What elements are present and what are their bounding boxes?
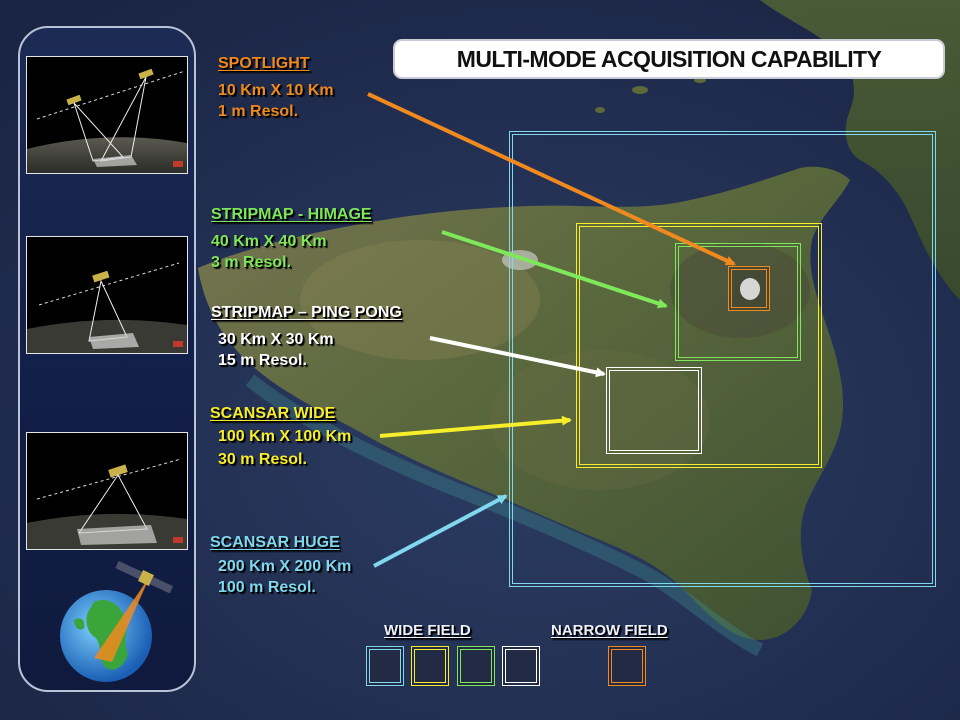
legend-swatch-spotlight xyxy=(608,646,646,686)
scansar-huge-arrow xyxy=(373,494,508,568)
stripmap-ping-pong-arrow xyxy=(429,336,606,378)
spotlight-size: 10 Km X 10 Km xyxy=(218,82,334,99)
stripmap-himage-label: STRIPMAP - HIMAGE xyxy=(211,206,372,223)
stripmap-ping-pong-footprint xyxy=(606,367,702,454)
stripmap-thumbnail xyxy=(26,236,188,354)
wide-field-legend-label: WIDE FIELD xyxy=(384,622,471,639)
globe-satellite-illustration xyxy=(60,560,174,682)
spotlight-resolution: 1 m Resol. xyxy=(218,103,299,120)
spotlight-thumbnail xyxy=(26,56,188,174)
stripmap-ping-pong-resolution: 15 m Resol. xyxy=(218,352,307,369)
scansar-wide-size: 100 Km X 100 Km xyxy=(218,428,352,445)
scansar-wide-resolution: 30 m Resol. xyxy=(218,451,307,468)
legend-swatch-scansar-wide xyxy=(411,646,449,686)
legend-swatch-stripmap-himage xyxy=(457,646,495,686)
spotlight-label: SPOTLIGHT xyxy=(218,55,310,72)
stripmap-himage-size: 40 Km X 40 Km xyxy=(211,233,327,250)
stripmap-ping-pong-size: 30 Km X 30 Km xyxy=(218,331,334,348)
legend-swatch-stripmap-ping-pong xyxy=(502,646,540,686)
stripmap-himage-footprint xyxy=(675,243,801,361)
satellite-icon xyxy=(115,560,174,594)
narrow-field-legend-label: NARROW FIELD xyxy=(551,622,668,639)
scansar-huge-resolution: 100 m Resol. xyxy=(218,579,316,596)
scansar-wide-footprint xyxy=(576,223,822,468)
stripmap-himage-resolution: 3 m Resol. xyxy=(211,254,292,271)
stripmap-himage-arrow xyxy=(441,230,668,309)
spotlight-arrow xyxy=(367,92,736,266)
scansar-wide-label: SCANSAR WIDE xyxy=(210,405,336,422)
scansar-huge-label: SCANSAR HUGE xyxy=(210,534,340,551)
scansar-wide-arrow xyxy=(379,415,572,438)
scansar-huge-size: 200 Km X 200 Km xyxy=(218,558,352,575)
legend-swatch-scansar-huge xyxy=(366,646,404,686)
page-title: MULTI-MODE ACQUISITION CAPABILITY xyxy=(393,39,945,79)
spotlight-footprint xyxy=(728,266,770,311)
stripmap-ping-pong-label: STRIPMAP – PING PONG xyxy=(211,304,402,321)
scansar-huge-footprint xyxy=(509,131,936,587)
scansar-thumbnail xyxy=(26,432,188,550)
